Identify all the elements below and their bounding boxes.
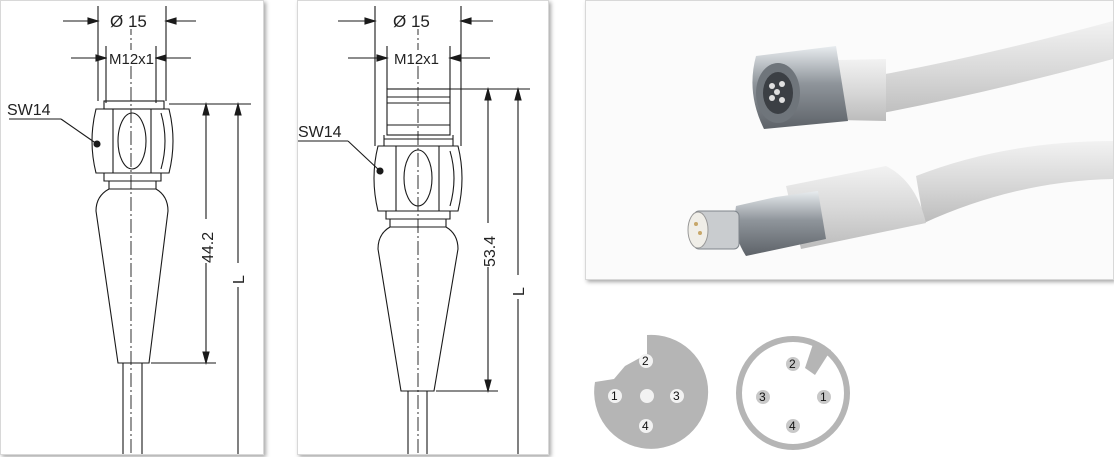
male-face [687,211,709,249]
hex-nut [373,145,463,212]
pin-4-label: 4 [789,419,796,433]
pin-4 [639,419,653,433]
leader-line [60,118,98,145]
socket-hole [779,81,785,87]
arrow-head [154,54,167,62]
nut-face [449,150,455,207]
male-key [805,344,831,375]
male-pin [698,231,702,235]
leader-dot [376,167,384,175]
thread-label: M12x1 [109,51,154,68]
male-ring [736,336,850,450]
wrench-size-label: SW14 [298,124,342,141]
cable-boot [95,188,169,364]
arrow-head [459,17,472,25]
pin-4-label: 4 [642,419,649,433]
pin-1 [608,389,622,403]
coupling-top [103,100,165,110]
socket-hole [779,97,785,103]
label-bg [229,263,247,287]
cable-boot [377,226,459,392]
nut-face [160,112,166,170]
label-bg [107,50,155,66]
pin-1-label: 1 [820,390,827,404]
label-bg [478,223,498,267]
arrow-head [202,351,210,366]
pin-center [640,389,654,403]
product-photo [585,0,1114,280]
pinout-diagrams: 2 1 3 4 2 3 1 4 [590,330,850,452]
arrow-head [484,86,492,101]
pinout-female: 2 1 3 4 [594,334,709,449]
leader-line [347,140,381,172]
leader-dot [93,140,101,148]
neck [108,181,157,190]
cable-upper [846,21,1113,119]
technical-drawing-male: Ø 15 M12x1 SW14 53.4 L [298,6,530,454]
pin-3-label: 3 [759,390,766,404]
pin-1-label: 1 [611,389,618,403]
arrow-head [95,54,108,62]
arrow-head [202,101,210,116]
drawing-panel-female: Ø 15 M12x1 SW14 44.2 L [0,0,264,455]
cable-lower [916,141,1113,223]
diameter-label: Ø 15 [110,12,147,31]
label-bg [107,13,159,29]
connector-photo-illustration [687,21,1113,256]
thread-label: M12x1 [394,51,439,68]
pinout-svg: 2 1 3 4 2 3 1 4 [594,334,850,450]
male-coupling-nut [734,191,826,256]
arrow-head [164,17,177,25]
threaded-pin-section [386,88,451,136]
pin-2 [786,357,800,371]
length-label: 44.2 [200,232,217,263]
arrow-head [448,54,461,62]
wrench-size-label: SW14 [7,102,51,119]
technical-drawing-female: Ø 15 M12x1 SW14 44.2 L [7,6,251,454]
pinout-male: 2 3 1 4 [736,336,850,450]
male-pin [694,222,698,226]
label-bg [509,275,527,299]
drawing-panel-male: Ø 15 M12x1 SW14 53.4 L [297,0,549,455]
pin-3-label: 3 [673,389,680,403]
pin-3 [756,390,770,404]
pin-2 [639,354,653,368]
hex-nut [91,108,174,174]
label-bg [196,219,216,263]
arrow-head [364,17,377,25]
socket-hole [769,95,775,101]
arrow-head [234,101,242,116]
pin-4 [786,419,800,433]
socket-hole [774,89,780,95]
overall-length-label: L [231,275,248,284]
neck [385,211,451,220]
label-bg [392,50,440,66]
nut-face [403,149,433,207]
pin-1 [817,390,831,404]
socket-hole [769,83,775,89]
label-bg [390,13,442,29]
arrow-head [376,54,389,62]
pin-2-label: 2 [642,354,649,368]
arrow-head [484,379,492,394]
pin-2-label: 2 [789,357,796,371]
neck [103,173,162,182]
diameter-label: Ø 15 [393,12,430,31]
arrow-head [514,86,522,101]
nut-face [117,112,147,170]
arrow-head [87,17,100,25]
overall-length-label: L [511,287,528,296]
length-label: 53.4 [482,236,499,267]
pin-3 [670,389,684,403]
